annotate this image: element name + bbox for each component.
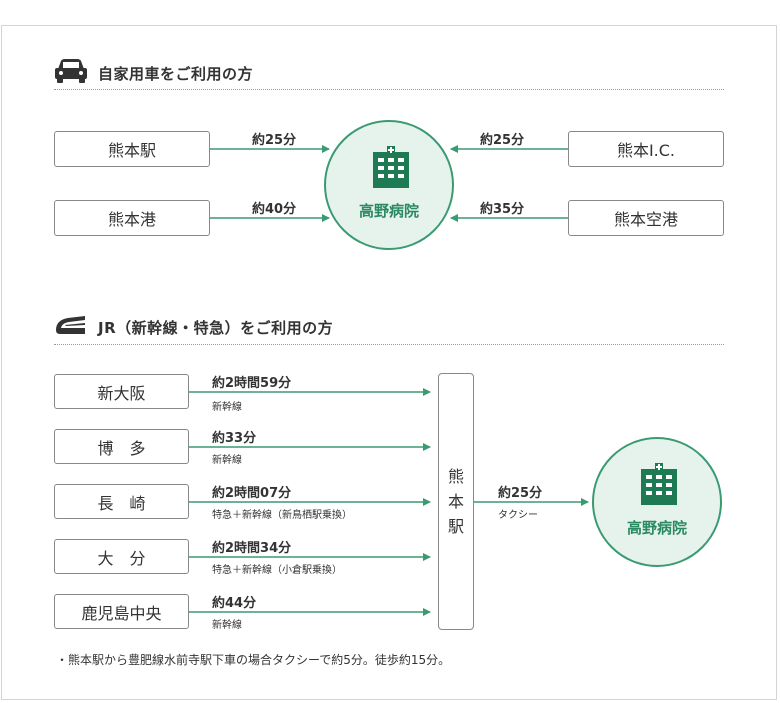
origin-kagoshima-chuo: 鹿児島中央 <box>54 594 189 629</box>
jr-heading-divider <box>54 344 724 345</box>
station-char-3: 駅 <box>447 517 464 536</box>
hospital-building-icon <box>641 463 677 505</box>
time-kagoshima-chuo: 約44分 <box>212 596 257 611</box>
jr-heading-text: JR（新幹線・特急）をご利用の方 <box>98 318 334 337</box>
car-heading-text: 自家用車をご利用の方 <box>98 64 254 83</box>
station-char-1: 熊 <box>447 467 464 486</box>
origin-nagasaki: 長 崎 <box>54 484 189 519</box>
hospital-name: 高野病院 <box>626 519 687 537</box>
car-section-heading: 自家用車をご利用の方 <box>54 58 253 88</box>
time-kumamoto-port: 約40分 <box>252 202 297 217</box>
content-frame <box>1 25 777 700</box>
hospital-destination-car: 高野病院 <box>324 120 454 250</box>
via-nagasaki: 特急＋新幹線（新鳥栖駅乗換） <box>212 510 352 521</box>
origin-kumamoto-airport: 熊本空港 <box>568 200 724 236</box>
kumamoto-station-box: 熊 本 駅 <box>438 373 474 630</box>
jr-section-heading: JR（新幹線・特急）をご利用の方 <box>54 314 333 340</box>
via-hakata: 新幹線 <box>212 455 242 466</box>
via-oita: 特急＋新幹線（小倉駅乗換） <box>212 565 342 576</box>
hospital-destination-jr: 高野病院 <box>592 437 722 567</box>
origin-kumamoto-station: 熊本駅 <box>54 131 210 167</box>
via-kagoshima-chuo: 新幹線 <box>212 620 242 631</box>
taxi-time: 約25分 <box>498 486 543 501</box>
hospital-building-icon <box>373 146 409 188</box>
time-hakata: 約33分 <box>212 431 257 446</box>
time-oita: 約2時間34分 <box>212 541 292 556</box>
time-nagasaki: 約2時間07分 <box>212 486 292 501</box>
hospital-name: 高野病院 <box>358 202 419 220</box>
car-icon <box>54 58 88 88</box>
station-char-2: 本 <box>447 492 464 511</box>
origin-kumamoto-port: 熊本港 <box>54 200 210 236</box>
via-shin-osaka: 新幹線 <box>212 402 242 413</box>
time-kumamoto-airport: 約35分 <box>480 202 525 217</box>
origin-kumamoto-ic: 熊本I.C. <box>568 131 724 167</box>
taxi-label: タクシー <box>498 510 538 521</box>
time-kumamoto-station: 約25分 <box>252 133 297 148</box>
train-icon <box>54 314 88 340</box>
time-shin-osaka: 約2時間59分 <box>212 376 292 391</box>
footnote: ・熊本駅から豊肥線水前寺駅下車の場合タクシーで約5分。徒歩約15分。 <box>56 653 451 667</box>
origin-oita: 大 分 <box>54 539 189 574</box>
car-heading-divider <box>54 89 724 90</box>
time-kumamoto-ic: 約25分 <box>480 133 525 148</box>
origin-hakata: 博 多 <box>54 429 189 464</box>
origin-shin-osaka: 新大阪 <box>54 374 189 409</box>
